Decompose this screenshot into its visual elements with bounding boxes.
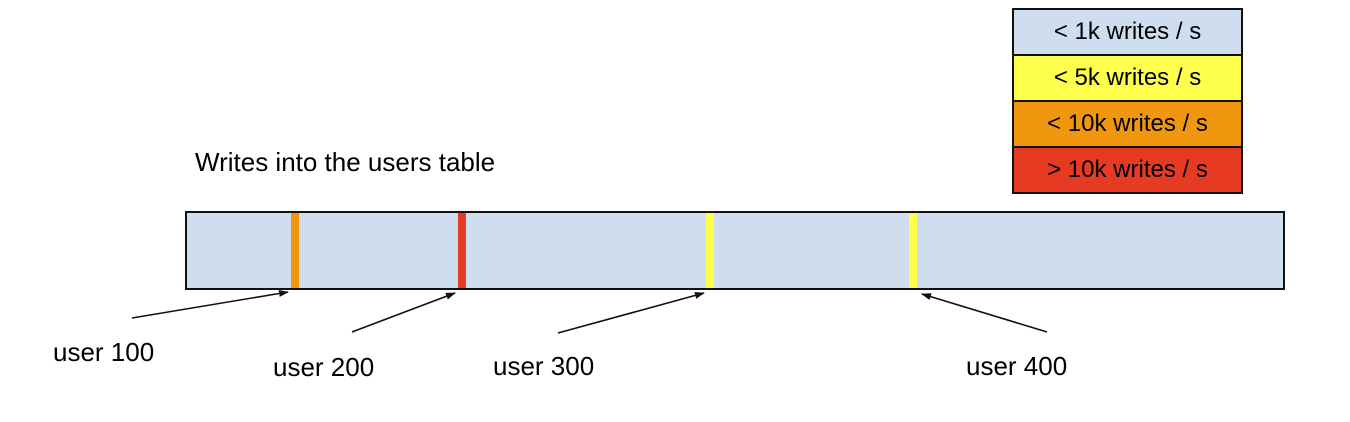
write-marker-user-400 (909, 213, 917, 288)
legend-item-lt-10k: < 10k writes / s (1012, 100, 1243, 148)
arrow-user-200 (351, 292, 456, 333)
label-user-400: user 400 (966, 351, 1068, 381)
legend-item-label: < 10k writes / s (1047, 110, 1208, 137)
arrow-user-300 (557, 292, 705, 334)
legend-item-label: < 1k writes / s (1053, 18, 1202, 45)
legend-item-label: < 5k writes / s (1053, 64, 1202, 91)
legend: < 1k writes / s < 5k writes / s < 10k wr… (1012, 8, 1243, 194)
users-table-bar (185, 211, 1285, 290)
label-user-100: user 100 (53, 337, 155, 367)
label-user-300: user 300 (493, 351, 595, 381)
legend-item-gt-10k: > 10k writes / s (1012, 146, 1243, 194)
arrow-user-400 (921, 293, 1048, 333)
write-marker-user-200 (458, 213, 466, 288)
legend-item-label: > 10k writes / s (1047, 156, 1208, 183)
write-marker-user-300 (706, 213, 714, 288)
arrow-user-100 (131, 290, 289, 319)
legend-item-lt-5k: < 5k writes / s (1012, 54, 1243, 102)
diagram-title: Writes into the users table (195, 147, 496, 177)
label-user-200: user 200 (273, 352, 375, 382)
legend-item-lt-1k: < 1k writes / s (1012, 8, 1243, 56)
write-marker-user-100 (291, 213, 299, 288)
